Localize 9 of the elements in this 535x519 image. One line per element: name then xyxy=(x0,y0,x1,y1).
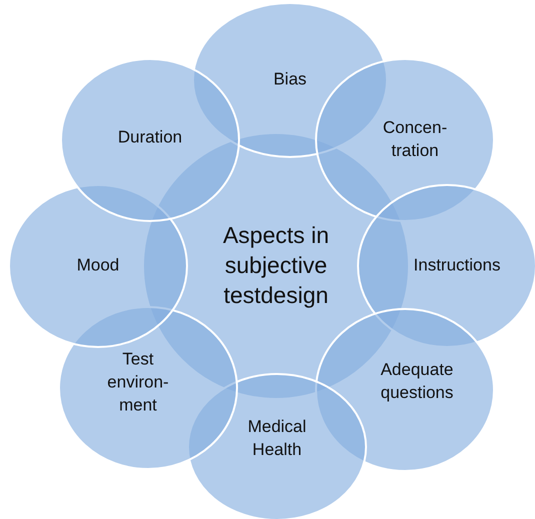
aspect-label: Bias xyxy=(272,68,308,91)
center-label: Aspects in subjective testdesign xyxy=(222,221,330,310)
aspect-label: Adequate questions xyxy=(380,359,454,404)
aspect-label: Test environ- ment xyxy=(106,348,170,416)
aspect-label: Concen- tration xyxy=(382,117,448,162)
aspect-label: Duration xyxy=(116,126,184,149)
aspect-label: Medical Health xyxy=(246,416,308,461)
aspect-label: Mood xyxy=(76,254,120,277)
aspect-label: Instructions xyxy=(412,254,502,277)
